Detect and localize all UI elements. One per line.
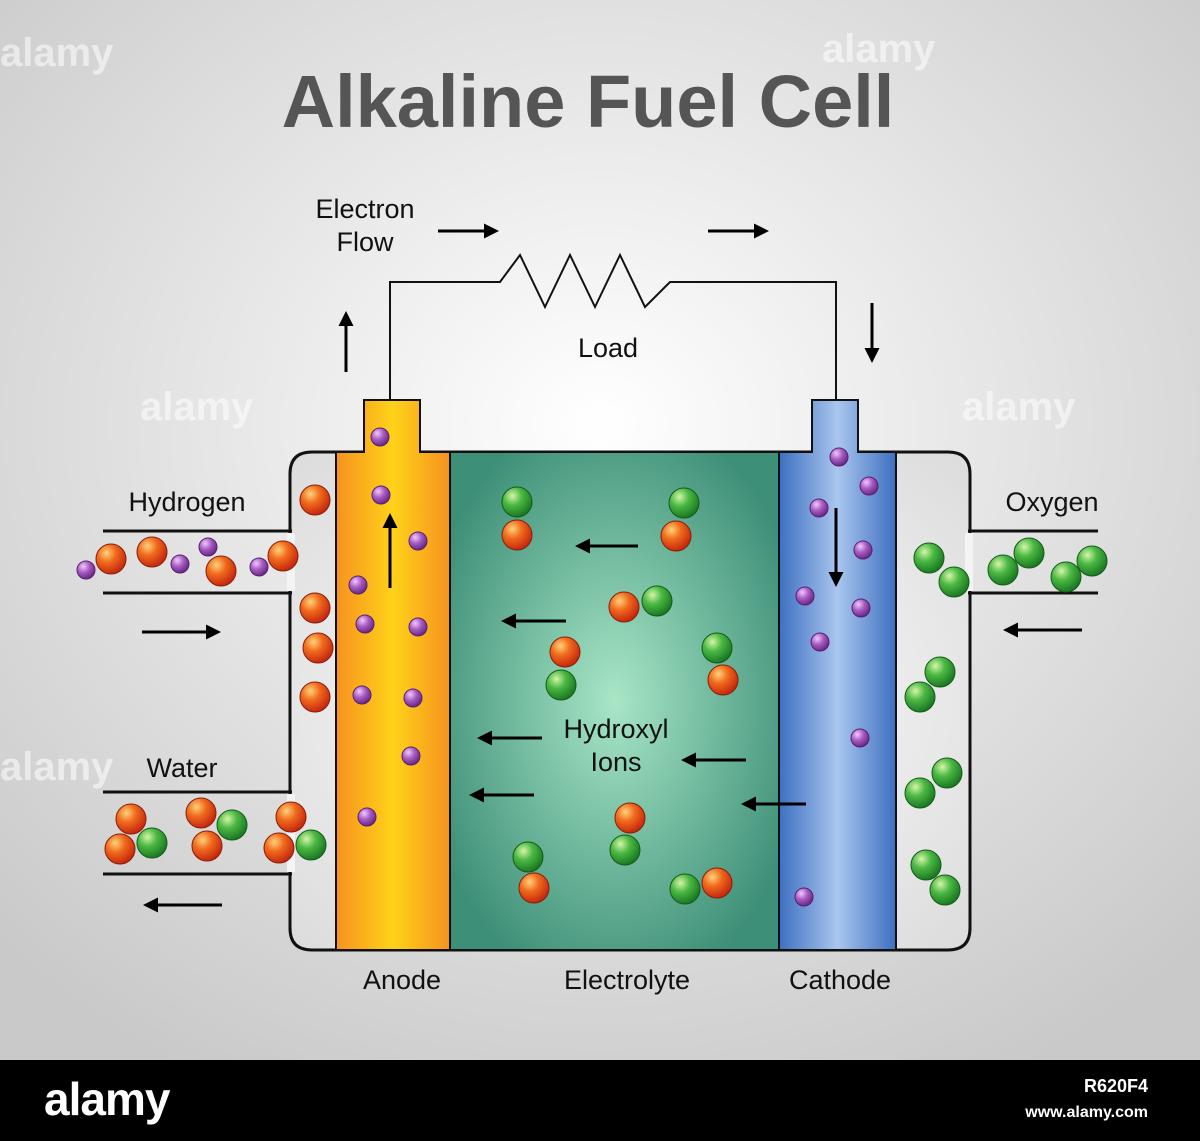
oxygen-atom bbox=[668, 487, 700, 519]
hydrogen-atom bbox=[104, 833, 136, 865]
footer-image-id: R620F4 bbox=[1083, 1076, 1148, 1096]
electron-particle bbox=[829, 447, 849, 467]
oxygen-atom bbox=[501, 486, 533, 518]
hydrogen-atom bbox=[95, 543, 127, 575]
electron-particle bbox=[850, 728, 870, 748]
watermark: alamy bbox=[822, 27, 936, 71]
footer-brand-logo: alamy bbox=[44, 1073, 170, 1125]
watermark: alamy bbox=[0, 745, 114, 789]
hydrogen-atom bbox=[263, 832, 295, 864]
electron-particle bbox=[371, 485, 391, 505]
hydrogen-atom bbox=[608, 591, 640, 623]
hydrogen-atom bbox=[302, 632, 334, 664]
electron-particle bbox=[352, 685, 372, 705]
oxygen-atom bbox=[904, 681, 936, 713]
footer-site-url: www.alamy.com bbox=[1025, 1104, 1148, 1121]
cathode bbox=[778, 399, 897, 951]
hydroxyl-ions-label: Ions bbox=[590, 747, 641, 777]
oxygen-atom bbox=[987, 554, 1019, 586]
electron-particle bbox=[76, 560, 96, 580]
oxygen-atom bbox=[931, 757, 963, 789]
hydrogen-atom bbox=[275, 801, 307, 833]
hydrogen-atom bbox=[299, 592, 331, 624]
oxygen-atom bbox=[913, 542, 945, 574]
anode bbox=[335, 399, 451, 951]
oxygen-atom bbox=[669, 873, 701, 905]
oxygen-atom bbox=[609, 834, 641, 866]
oxygen-atom bbox=[910, 849, 942, 881]
electron-particle bbox=[809, 498, 829, 518]
anode-label: Anode bbox=[363, 965, 441, 995]
hydrogen-atom bbox=[518, 872, 550, 904]
hydrogen-atom bbox=[614, 802, 646, 834]
oxygen-atom bbox=[938, 566, 970, 598]
electron-particle bbox=[355, 614, 375, 634]
electron-particle bbox=[403, 688, 423, 708]
hydrogen-inlet-pipe bbox=[103, 529, 292, 595]
electron-particle bbox=[795, 586, 815, 606]
oxygen-atom bbox=[295, 829, 327, 861]
oxygen-atom bbox=[216, 809, 248, 841]
hydroxyl-ions-label: Hydroxyl bbox=[563, 714, 668, 744]
electron-particle bbox=[853, 540, 873, 560]
hydrogen-atom bbox=[115, 803, 147, 835]
electron-flow-label: Flow bbox=[336, 227, 394, 257]
oxygen-atom bbox=[929, 874, 961, 906]
electron-particle bbox=[357, 807, 377, 827]
water-outlet-pipe bbox=[103, 790, 292, 876]
cathode-label: Cathode bbox=[789, 965, 891, 995]
oxygen-atom bbox=[512, 841, 544, 873]
oxygen-atom bbox=[641, 585, 673, 617]
oxygen-atom bbox=[924, 656, 956, 688]
oxygen-atom bbox=[545, 669, 577, 701]
electron-particle bbox=[401, 746, 421, 766]
electron-particle bbox=[851, 598, 871, 618]
electron-flow-label: Electron bbox=[315, 194, 414, 224]
electron-particle bbox=[408, 531, 428, 551]
hydrogen-label: Hydrogen bbox=[128, 487, 245, 517]
electron-particle bbox=[794, 887, 814, 907]
load-label: Load bbox=[578, 333, 638, 363]
oxygen-atom bbox=[701, 632, 733, 664]
hydrogen-atom bbox=[205, 555, 237, 587]
watermark: alamy bbox=[140, 385, 254, 429]
electron-particle bbox=[370, 427, 390, 447]
hydrogen-atom bbox=[185, 797, 217, 829]
electron-particle bbox=[170, 554, 190, 574]
particles bbox=[76, 427, 1108, 907]
hydrogen-atom bbox=[701, 867, 733, 899]
oxygen-atom bbox=[1050, 561, 1082, 593]
hydrogen-atom bbox=[267, 540, 299, 572]
hydrogen-atom bbox=[549, 636, 581, 668]
electron-particle bbox=[249, 557, 269, 577]
hydrogen-atom bbox=[136, 536, 168, 568]
hydrogen-atom bbox=[299, 484, 331, 516]
electron-particle bbox=[408, 617, 428, 637]
page-title: Alkaline Fuel Cell bbox=[282, 60, 895, 143]
hydrogen-atom bbox=[660, 520, 692, 552]
electron-particle bbox=[348, 575, 368, 595]
fuel-cell-diagram: alamy alamy alamy alamy alamy alamy alam… bbox=[0, 0, 1200, 1060]
circuit-wire bbox=[389, 252, 837, 400]
hydrogen-atom bbox=[299, 681, 331, 713]
watermark: alamy bbox=[0, 31, 114, 75]
water-label: Water bbox=[146, 753, 217, 783]
oxygen-inlet-pipe bbox=[968, 529, 1098, 595]
oxygen-atom bbox=[1076, 545, 1108, 577]
hydrogen-atom bbox=[707, 664, 739, 696]
oxygen-label: Oxygen bbox=[1005, 487, 1098, 517]
flow-arrows bbox=[142, 508, 1082, 913]
hydrogen-atom bbox=[191, 830, 223, 862]
oxygen-atom bbox=[1013, 537, 1045, 569]
oxygen-atom bbox=[904, 777, 936, 809]
oxygen-atom bbox=[136, 827, 168, 859]
electrolyte-label: Electrolyte bbox=[564, 965, 690, 995]
electron-particle bbox=[810, 632, 830, 652]
watermark: alamy bbox=[962, 385, 1076, 429]
footer-bar: alamy R620F4 www.alamy.com bbox=[0, 1060, 1200, 1141]
hydrogen-atom bbox=[501, 519, 533, 551]
electron-particle bbox=[859, 476, 879, 496]
electron-particle bbox=[198, 537, 218, 557]
